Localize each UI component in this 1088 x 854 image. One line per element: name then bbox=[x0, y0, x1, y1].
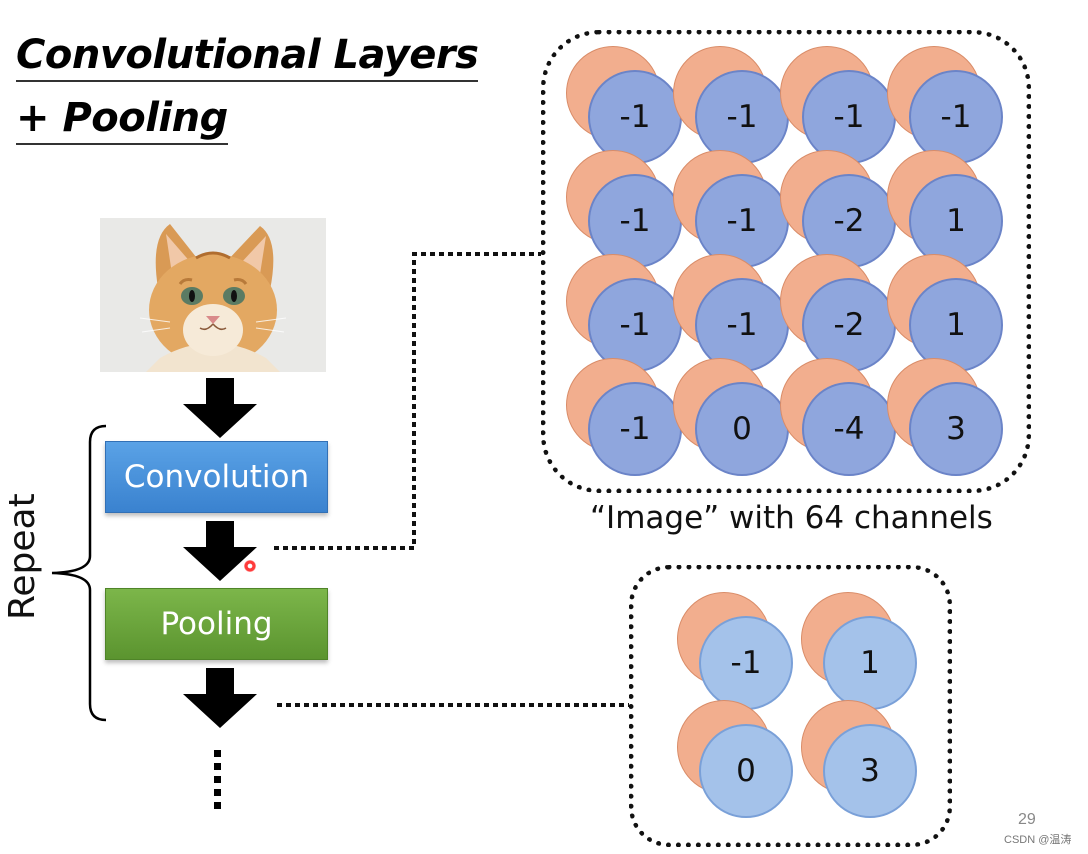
laser-pointer-dot bbox=[244, 560, 256, 572]
feature-map-cell: -4 bbox=[780, 358, 900, 476]
feature-map-box bbox=[541, 30, 1031, 493]
continuation-dots bbox=[214, 750, 221, 809]
feature-map-value: 1 bbox=[909, 278, 1003, 372]
feature-map-cell: -1 bbox=[566, 46, 686, 164]
feature-map-value: -2 bbox=[802, 174, 896, 268]
title-line-2: + Pooling bbox=[16, 95, 228, 145]
feature-map-cell: -1 bbox=[780, 46, 900, 164]
feature-map-cell: -1 bbox=[887, 46, 1007, 164]
pooled-map-cell: 0 bbox=[677, 700, 797, 818]
arrow-down-icon bbox=[183, 668, 257, 728]
pooled-map-box bbox=[629, 565, 952, 847]
pooled-map-value: 1 bbox=[823, 616, 917, 710]
feature-map-value: 3 bbox=[909, 382, 1003, 476]
feature-map-cell: -1 bbox=[673, 254, 793, 372]
feature-map-cell: -1 bbox=[566, 254, 686, 372]
feature-map-cell: 3 bbox=[887, 358, 1007, 476]
pooled-map-value: 3 bbox=[823, 724, 917, 818]
feature-map-value: -4 bbox=[802, 382, 896, 476]
feature-map-value: -1 bbox=[588, 174, 682, 268]
pooling-block: Pooling bbox=[105, 588, 328, 660]
page-number: 29 bbox=[1018, 811, 1036, 828]
feature-map-value: -1 bbox=[588, 382, 682, 476]
feature-map-cell: 0 bbox=[673, 358, 793, 476]
feature-map-value: -2 bbox=[802, 278, 896, 372]
feature-map-cell: 1 bbox=[887, 254, 1007, 372]
feature-map-cell: -1 bbox=[673, 150, 793, 268]
feature-map-value: 0 bbox=[695, 382, 789, 476]
feature-map-value: -1 bbox=[909, 70, 1003, 164]
feature-map-cell: -1 bbox=[566, 358, 686, 476]
feature-map-cell: -2 bbox=[780, 254, 900, 372]
pooled-map-cell: 1 bbox=[801, 592, 921, 710]
feature-map-cell: -2 bbox=[780, 150, 900, 268]
pooled-map-value: 0 bbox=[699, 724, 793, 818]
repeat-brace bbox=[51, 424, 107, 722]
pooled-map-value: -1 bbox=[699, 616, 793, 710]
pooled-map-cell: -1 bbox=[677, 592, 797, 710]
convolution-label: Convolution bbox=[123, 459, 310, 495]
watermark: CSDN @温涛 bbox=[1004, 834, 1072, 846]
pooling-label: Pooling bbox=[160, 606, 273, 642]
feature-map-cell: 1 bbox=[887, 150, 1007, 268]
arrow-down-icon bbox=[183, 378, 257, 438]
feature-map-value: -1 bbox=[588, 70, 682, 164]
title-line-1: Convolutional Layers bbox=[16, 32, 479, 82]
convolution-block: Convolution bbox=[105, 441, 328, 513]
feature-map-cell: -1 bbox=[566, 150, 686, 268]
pooled-map-cell: 3 bbox=[801, 700, 921, 818]
arrow-down-icon bbox=[183, 521, 257, 581]
cat-image bbox=[100, 218, 326, 372]
feature-map-caption: “Image” with 64 channels bbox=[590, 500, 993, 536]
feature-map-cell: -1 bbox=[673, 46, 793, 164]
